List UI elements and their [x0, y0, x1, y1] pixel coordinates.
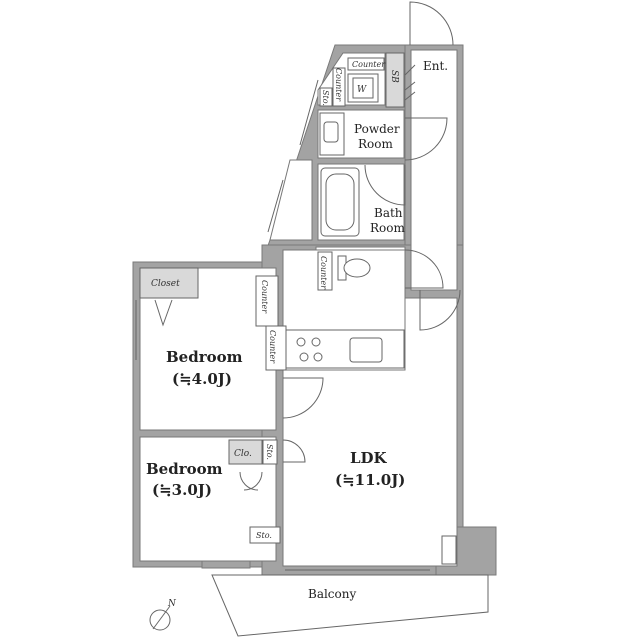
- window-slant-2: [299, 79, 319, 146]
- door-bedroom2-swing: [282, 439, 306, 463]
- label-counter-kitchen: Counter: [268, 330, 277, 364]
- label-counter-top: Counter: [352, 60, 386, 69]
- labels: Ent. SB Counter Counter Sto. W Powder Ro…: [146, 59, 448, 609]
- label-bath-2: Room: [370, 221, 405, 235]
- stove-burner-4: [313, 352, 323, 362]
- door-bath-swing: [364, 164, 406, 206]
- closet-box: [139, 267, 199, 299]
- washer-inner: [352, 77, 374, 99]
- toilet-counter: [317, 251, 333, 291]
- windows: [135, 79, 430, 571]
- door-clo-swing: [239, 471, 263, 491]
- label-bath-1: Bath: [374, 206, 403, 220]
- sto-bottom-box: [249, 526, 281, 544]
- label-counter-toilet: Counter: [319, 256, 328, 290]
- fixtures: [139, 52, 457, 565]
- door-main-swing: [409, 1, 454, 46]
- entrance-doors: [239, 1, 461, 491]
- label-ldk-name: LDK: [350, 449, 388, 467]
- pillar-detail: [441, 535, 457, 565]
- label-bedroom1-name: Bedroom: [166, 348, 243, 366]
- label-w: W: [357, 85, 367, 95]
- toilet-bowl: [343, 258, 371, 278]
- room-hall-slant: [269, 159, 313, 241]
- label-bedroom2-name: Bedroom: [146, 460, 223, 478]
- label-ent: Ent.: [423, 59, 448, 73]
- door-powder-swing: [404, 117, 448, 161]
- sto-mid-box: [262, 439, 278, 465]
- label-powder-1: Powder: [354, 122, 400, 136]
- label-counter-v1: Counter: [334, 68, 343, 102]
- kitchen-counter: [285, 329, 405, 369]
- label-compass-n: N: [167, 599, 177, 609]
- shoe-box: [385, 52, 405, 108]
- label-powder-2: Room: [358, 137, 393, 151]
- door-ldk-swing: [419, 289, 461, 331]
- powder-sink: [323, 121, 339, 143]
- balcony: [211, 574, 489, 637]
- room-corridor: [410, 49, 458, 291]
- compass-circle: [149, 609, 171, 631]
- label-clo: Clo.: [234, 449, 252, 459]
- label-ldk-size: (≒11.0J): [335, 471, 405, 489]
- label-counter-v2: Counter: [260, 280, 269, 314]
- stove-burner-3: [299, 352, 309, 362]
- sto-top-box: [319, 87, 333, 107]
- label-balcony: Balcony: [308, 587, 356, 601]
- label-bedroom2-size: (≒3.0J): [152, 481, 212, 499]
- counter-top: [347, 57, 385, 71]
- closet-door: [154, 299, 173, 327]
- stove-burner-1: [296, 337, 306, 347]
- compass: [149, 605, 171, 631]
- bathtub-inner: [325, 173, 355, 231]
- label-sto-mid: Sto.: [265, 444, 274, 460]
- compass-needle: [152, 605, 171, 630]
- window-slant: [267, 179, 284, 233]
- door-sb-swing-1: [404, 64, 416, 101]
- label-sto-top: Sto.: [321, 90, 330, 106]
- kitchen-sink: [349, 337, 383, 363]
- label-bedroom1-size: (≒4.0J): [172, 370, 232, 388]
- stove-burner-2: [311, 337, 321, 347]
- label-closet: Closet: [151, 279, 180, 289]
- door-toilet-swing: [404, 249, 444, 289]
- door-bedroom1-swing: [282, 377, 324, 419]
- label-sb: SB: [389, 70, 399, 83]
- label-sto-bottom: Sto.: [256, 531, 272, 540]
- clo-box: [228, 439, 263, 465]
- counter-vertical-1: [332, 67, 346, 107]
